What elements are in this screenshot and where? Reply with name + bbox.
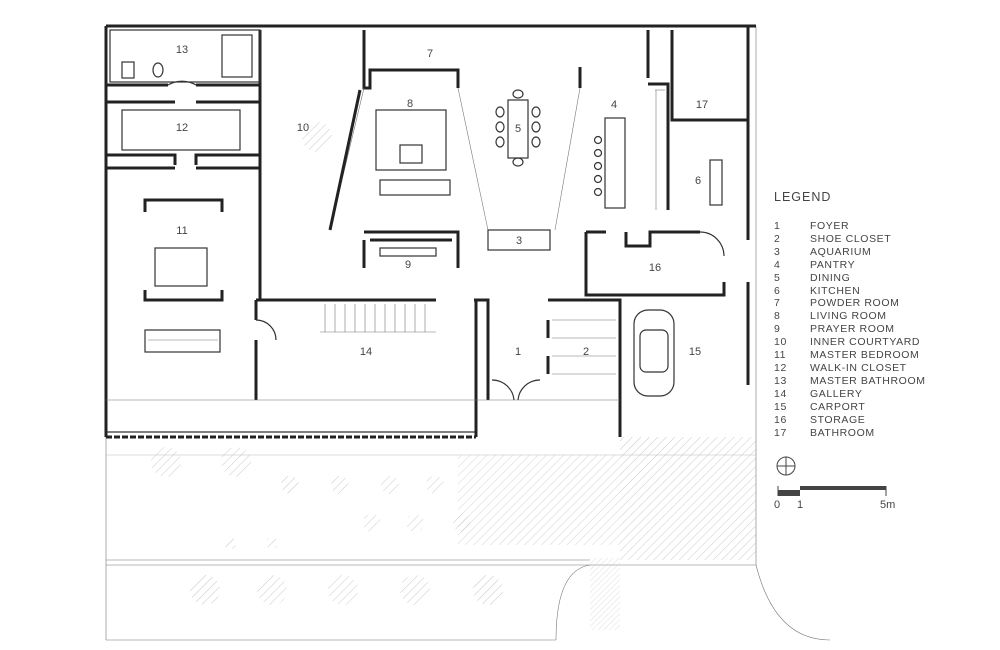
legend-item: 3 AQUARIUM xyxy=(774,246,984,259)
legend-label: WALK-IN CLOSET xyxy=(810,361,907,374)
legend-item: 15 CARPORT xyxy=(774,401,984,414)
legend-num: 16 xyxy=(774,413,787,426)
legend-label: GALLERY xyxy=(810,387,863,400)
legend-item: 8 LIVING ROOM xyxy=(774,310,984,323)
legend-num: 7 xyxy=(774,297,781,310)
legend-label: AQUARIUM xyxy=(810,245,872,258)
legend-item: 5 DINING xyxy=(774,272,984,285)
car-icon xyxy=(633,309,675,397)
room-number-5: 5 xyxy=(515,123,521,135)
legend-item: 4 PANTRY xyxy=(774,259,984,272)
legend-num: 8 xyxy=(774,310,781,323)
legend-num: 13 xyxy=(774,374,787,387)
legend-num: 2 xyxy=(774,232,781,245)
legend-label: INNER COURTYARD xyxy=(810,336,921,349)
legend-num: 14 xyxy=(774,387,787,400)
legend-item: 10 INNER COURTYARD xyxy=(774,336,984,349)
room-number-3: 3 xyxy=(516,235,522,247)
exterior-walls xyxy=(104,24,756,439)
legend-num: 6 xyxy=(774,284,781,297)
legend-num: 11 xyxy=(774,349,787,362)
legend-label: PRAYER ROOM xyxy=(810,323,895,336)
room-number-7: 7 xyxy=(427,48,433,60)
legend-item: 12 WALK-IN CLOSET xyxy=(774,362,984,375)
room-number-1: 1 xyxy=(515,346,521,358)
legend-num: 10 xyxy=(774,336,787,349)
legend-num: 9 xyxy=(774,323,781,336)
room-number-8: 8 xyxy=(407,98,413,110)
legend-label: KITCHEN xyxy=(810,284,861,297)
scale-label-five: 5m xyxy=(880,499,896,511)
living-area-walls xyxy=(328,30,582,268)
north-arrow-icon xyxy=(776,456,796,476)
room-number-15: 15 xyxy=(689,346,701,358)
door-swings xyxy=(167,80,725,401)
legend-list: 1 FOYER 2 SHOE CLOSET 3 AQUARIUM 4 PANTRY 5 D… xyxy=(774,220,984,439)
room-number-4: 4 xyxy=(611,99,617,111)
room-number-10: 10 xyxy=(297,122,309,134)
legend-label: MASTER BATHROOM xyxy=(810,374,926,387)
legend-num: 4 xyxy=(774,258,781,271)
legend-label: MASTER BEDROOM xyxy=(810,349,920,362)
legend-num: 1 xyxy=(774,220,781,232)
master-suite-walls xyxy=(106,29,262,353)
scale-label-one: 1 xyxy=(797,499,804,511)
room-number-12: 12 xyxy=(176,122,188,134)
legend-item: 2 SHOE CLOSET xyxy=(774,233,984,246)
legend: LEGEND 1 FOYER 2 SHOE CLOSET 3 AQUARIUM 4 PA… xyxy=(774,190,984,439)
legend-label: PANTRY xyxy=(810,258,856,271)
legend-title: LEGEND xyxy=(774,190,832,204)
scale-label-zero: 0 xyxy=(774,499,781,511)
legend-num: 15 xyxy=(774,400,787,413)
legend-item: 17 BATHROOM xyxy=(774,427,984,440)
legend-label: DINING xyxy=(810,271,851,284)
legend-item: 13 MASTER BATHROOM xyxy=(774,375,984,388)
legend-item: 14 GALLERY xyxy=(774,388,984,401)
legend-label: POWDER ROOM xyxy=(810,297,900,310)
legend-item: 9 PRAYER ROOM xyxy=(774,323,984,336)
legend-num: 3 xyxy=(774,245,781,258)
legend-num: 5 xyxy=(774,271,781,284)
legend-item: 1 FOYER xyxy=(774,220,984,233)
room-number-9: 9 xyxy=(405,259,411,271)
legend-label: LIVING ROOM xyxy=(810,310,887,323)
room-number-2: 2 xyxy=(583,346,589,358)
site-boundary xyxy=(105,26,831,641)
landscape-trees xyxy=(151,122,503,605)
legend-item: 7 POWDER ROOM xyxy=(774,297,984,310)
gallery-walls xyxy=(106,298,622,437)
legend-label: STORAGE xyxy=(810,413,866,426)
room-number-11: 11 xyxy=(176,225,187,237)
legend-num: 12 xyxy=(774,361,787,374)
room-number-13: 13 xyxy=(176,44,188,56)
legend-label: BATHROOM xyxy=(810,426,875,439)
legend-item: 16 STORAGE xyxy=(774,414,984,427)
legend-num: 17 xyxy=(774,426,787,439)
legend-item: 11 MASTER BEDROOM xyxy=(774,349,984,362)
legend-label: FOYER xyxy=(810,220,850,232)
room-number-17: 17 xyxy=(696,99,708,111)
room-number-6: 6 xyxy=(695,175,701,187)
legend-item: 6 KITCHEN xyxy=(774,285,984,298)
dining-table xyxy=(495,89,541,167)
scale-bar-icon xyxy=(777,486,887,496)
room-number-16: 16 xyxy=(649,262,661,274)
driveway-hatch xyxy=(458,437,756,630)
kitchen-walls xyxy=(584,30,748,297)
room-number-14: 14 xyxy=(360,346,372,358)
legend-label: SHOE CLOSET xyxy=(810,232,892,245)
legend-label: CARPORT xyxy=(810,400,866,413)
